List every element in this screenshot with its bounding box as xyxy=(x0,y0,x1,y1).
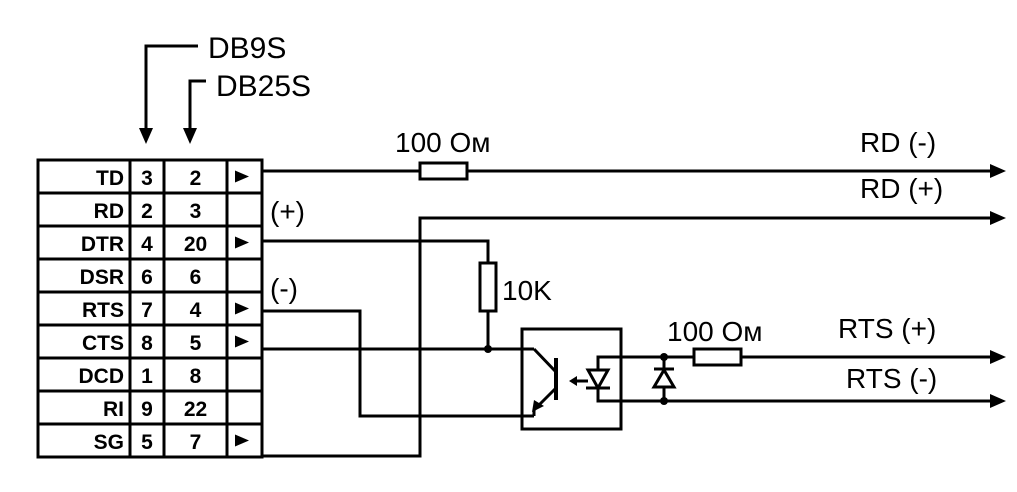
diode-junction-bottom xyxy=(660,397,668,405)
rd-plus-arrow xyxy=(990,211,1006,225)
db9-pointer-arrow xyxy=(139,128,153,144)
rts-minus-label: RTS (-) xyxy=(846,363,937,394)
rts-minus-arrow xyxy=(990,394,1006,408)
db9-header: DB9S xyxy=(139,32,286,144)
pin-signal-name: TD xyxy=(96,167,124,190)
rd-minus-line xyxy=(262,161,1006,181)
diode-triangle xyxy=(651,367,677,389)
resistor-10k xyxy=(478,261,498,313)
wire-dtr xyxy=(262,239,490,263)
db25-pin-number: 2 xyxy=(190,167,202,190)
db9-pin-number: 6 xyxy=(141,266,153,289)
pin-signal-name: DTR xyxy=(81,233,124,256)
db25-pointer-arrow xyxy=(183,128,197,144)
pin-signal-name: SG xyxy=(94,431,124,454)
db9-label: DB9S xyxy=(208,32,286,65)
db25-pin-number: 3 xyxy=(190,200,202,223)
rd-minus-label: RD (-) xyxy=(860,127,936,158)
light-arrow-head xyxy=(569,376,577,386)
db25-label: DB25S xyxy=(216,70,311,103)
resistor-r1-label: 100 Ом xyxy=(395,127,491,158)
pin-connected-marker xyxy=(235,236,249,249)
db25-pin-number: 7 xyxy=(190,431,202,454)
pin-signal-name: RI xyxy=(103,398,124,421)
resistor-r3-label: 100 Ом xyxy=(667,316,763,347)
wire-sg-rd-plus xyxy=(262,216,994,458)
rts-plus-label: RTS (+) xyxy=(838,313,936,344)
led-anode-lead xyxy=(596,355,621,370)
pin-connected-marker xyxy=(235,335,249,348)
led-triangle xyxy=(585,368,611,392)
db9-pin-number: 7 xyxy=(141,299,153,322)
pin-signal-name: RD xyxy=(94,200,124,223)
rts-plus-arrow xyxy=(990,350,1006,364)
optocoupler-body xyxy=(520,327,623,431)
db9-pin-number: 8 xyxy=(141,332,153,355)
pin-signal-name: CTS xyxy=(82,332,124,355)
db25-pin-number: 20 xyxy=(184,233,207,256)
resistor-r2-label: 10K xyxy=(502,275,552,306)
pin-signal-name: DCD xyxy=(79,365,125,388)
db9-pin-number: 4 xyxy=(141,233,153,256)
pin-connected-marker xyxy=(235,434,249,447)
db25-pin-number: 8 xyxy=(190,365,202,388)
dtr-pullup xyxy=(262,239,522,353)
db9-pointer-line xyxy=(144,44,198,132)
led-cathode-lead xyxy=(596,388,621,403)
rts-output-lines xyxy=(621,347,1006,408)
db9-pin-number: 2 xyxy=(141,200,153,223)
db25-pin-number: 4 xyxy=(190,299,202,322)
db25-pin-number: 5 xyxy=(190,332,202,355)
emitter-arrow xyxy=(532,400,544,412)
db9-pin-number: 5 xyxy=(141,431,153,454)
db9-pin-number: 9 xyxy=(141,398,153,421)
table-border xyxy=(36,158,264,459)
db9-pin-number: 1 xyxy=(141,365,153,388)
rd-minus-arrow xyxy=(990,164,1006,178)
pin-connected-marker xyxy=(235,170,249,183)
collector-line xyxy=(532,347,558,374)
db25-header: DB25S xyxy=(183,70,311,144)
db25-pointer-line xyxy=(188,79,206,132)
db25-pin-number: 6 xyxy=(190,266,202,289)
junction-dot xyxy=(484,345,492,353)
rd-plus-line xyxy=(262,211,1006,458)
polarity-minus-label: (-) xyxy=(270,273,298,304)
optocoupler xyxy=(520,327,623,431)
pin-connected-marker xyxy=(235,302,249,315)
polarity-plus-label: (+) xyxy=(270,196,305,227)
resistor-100-ohm-1 xyxy=(418,161,469,181)
resistor-100-ohm-2 xyxy=(692,347,743,367)
diode-junction-top xyxy=(660,353,668,361)
db25-pin-number: 22 xyxy=(184,398,207,421)
db9-pin-number: 3 xyxy=(141,167,153,190)
pin-signal-name: RTS xyxy=(82,299,124,322)
rd-plus-label: RD (+) xyxy=(860,173,943,204)
pin-signal-name: DSR xyxy=(80,266,124,289)
wire-rts xyxy=(262,309,522,418)
